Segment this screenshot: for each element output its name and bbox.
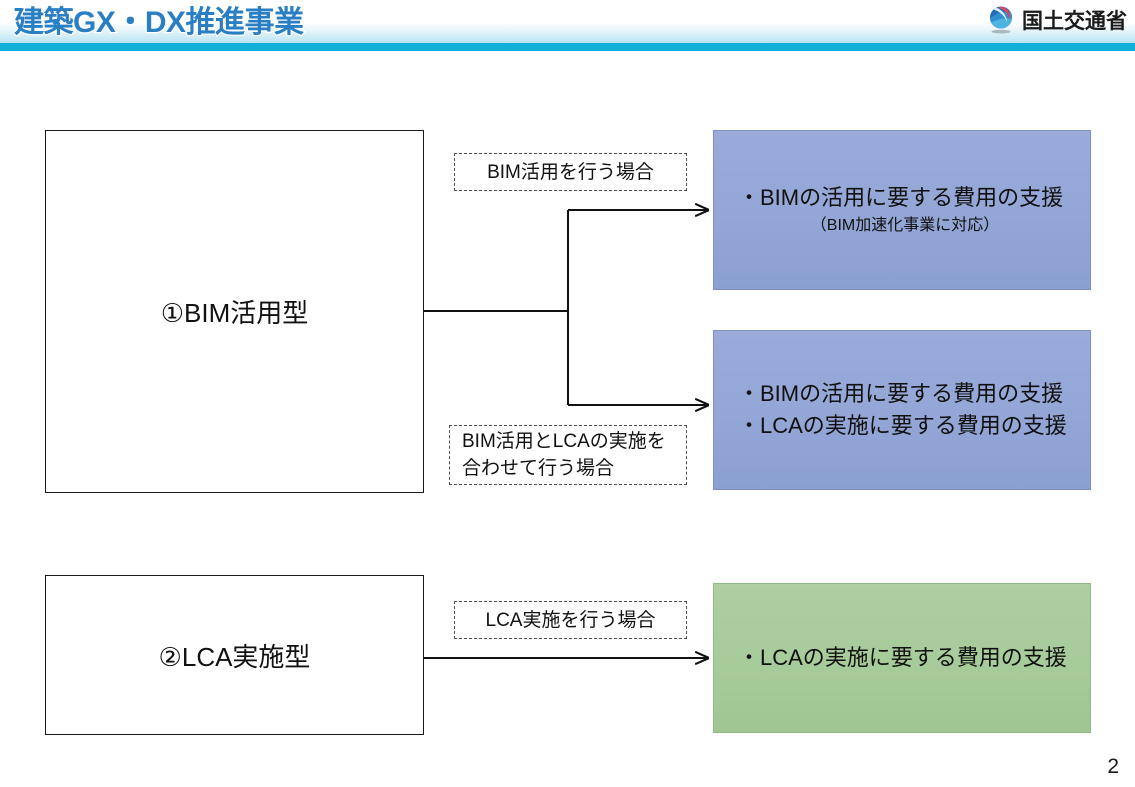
outcome-bim-support-line-1: ・BIMの活用に要する費用の支援 [738,185,1064,210]
header-band [0,0,1135,43]
outcome-box-bim-support[interactable]: ・BIMの活用に要する費用の支援 （BIM加速化事業に対応） [713,130,1091,290]
type-box-lca-label: ②LCA実施型 [158,641,311,672]
type-box-bim-label: ①BIM活用型 [160,298,309,328]
outcome-box-bim-lca-support[interactable]: ・BIMの活用に要する費用の支援 ・LCAの実施に要する費用の支援 [713,330,1091,490]
page-title: 建築GX・DX推進事業 [13,5,305,40]
condition-bim-only-line-1: BIM活用を行う場合 [487,161,654,183]
outcome-bim-lca-support-line-2: ・LCAの実施に要する費用の支援 [738,413,1067,438]
type-box-lca[interactable]: ②LCA実施型 [45,575,424,735]
outcome-bim-lca-support-line-1: ・BIMの活用に要する費用の支援 [738,381,1064,406]
condition-bim-and-lca-line-1: BIM活用とLCAの実施を [462,431,666,452]
condition-lca-only-line-1: LCA実施を行う場合 [485,609,656,631]
condition-bim-and-lca: BIM活用とLCAの実施を 合わせて行う場合 [449,425,687,485]
condition-bim-and-lca-line-2: 合わせて行う場合 [462,458,615,479]
outcome-lca-support-line-1: ・LCAの実施に要する費用の支援 [738,645,1067,670]
ministry-logo-lockup: 国土交通省 [987,2,1127,38]
outcome-box-lca-support[interactable]: ・LCAの実施に要する費用の支援 [713,583,1091,733]
ministry-name-label: 国土交通省 [1022,10,1127,33]
mlit-swirl-logo-icon [987,5,1015,35]
header-accent-rule [0,43,1135,51]
page-number: 2 [1107,755,1119,778]
condition-lca-only: LCA実施を行う場合 [454,601,687,639]
outcome-bim-support-note: （BIM加速化事業に対応） [810,217,1000,234]
type-box-bim[interactable]: ①BIM活用型 [45,130,424,493]
condition-bim-only: BIM活用を行う場合 [454,153,687,191]
